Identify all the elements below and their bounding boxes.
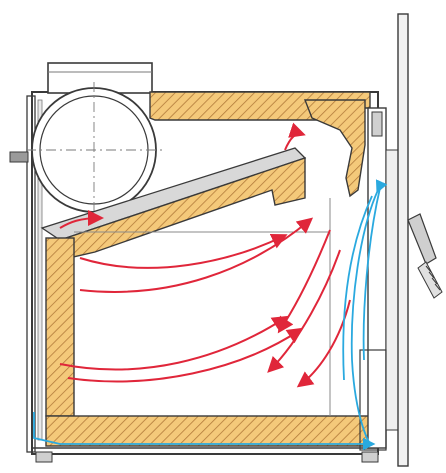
- bottom-firebrick: [45, 415, 373, 447]
- door-glass: [397, 13, 409, 467]
- door-handle: [407, 213, 443, 299]
- smoke-deflector: [303, 99, 366, 198]
- firebox: [74, 198, 331, 416]
- hot-airflow-arrow-1: [79, 233, 288, 269]
- hot-airflow-arrow-8: [59, 210, 104, 229]
- hot-airflow-arrow-5: [277, 229, 331, 334]
- hot-airflow-arrow-3: [59, 315, 289, 371]
- hot-airflow-arrow-7: [296, 299, 351, 388]
- hot-airflow-arrow-9: [284, 122, 306, 151]
- cold-airflow-stream-2: [362, 187, 381, 361]
- flue-outlet: [26, 82, 162, 218]
- cold-airflow-stream-4: [33, 412, 376, 451]
- cold-airflow-stream-3: [342, 195, 373, 381]
- hot-airflow: [59, 122, 351, 388]
- hot-airflow-arrow-2: [79, 217, 314, 293]
- cold-airflow-stream-1: [350, 179, 388, 445]
- base-feet: [35, 451, 379, 463]
- left-firebrick: [45, 237, 75, 417]
- hot-airflow-arrow-6: [267, 249, 341, 373]
- hot-airflow-arrow-4: [67, 327, 304, 383]
- cold-airflow: [33, 179, 388, 451]
